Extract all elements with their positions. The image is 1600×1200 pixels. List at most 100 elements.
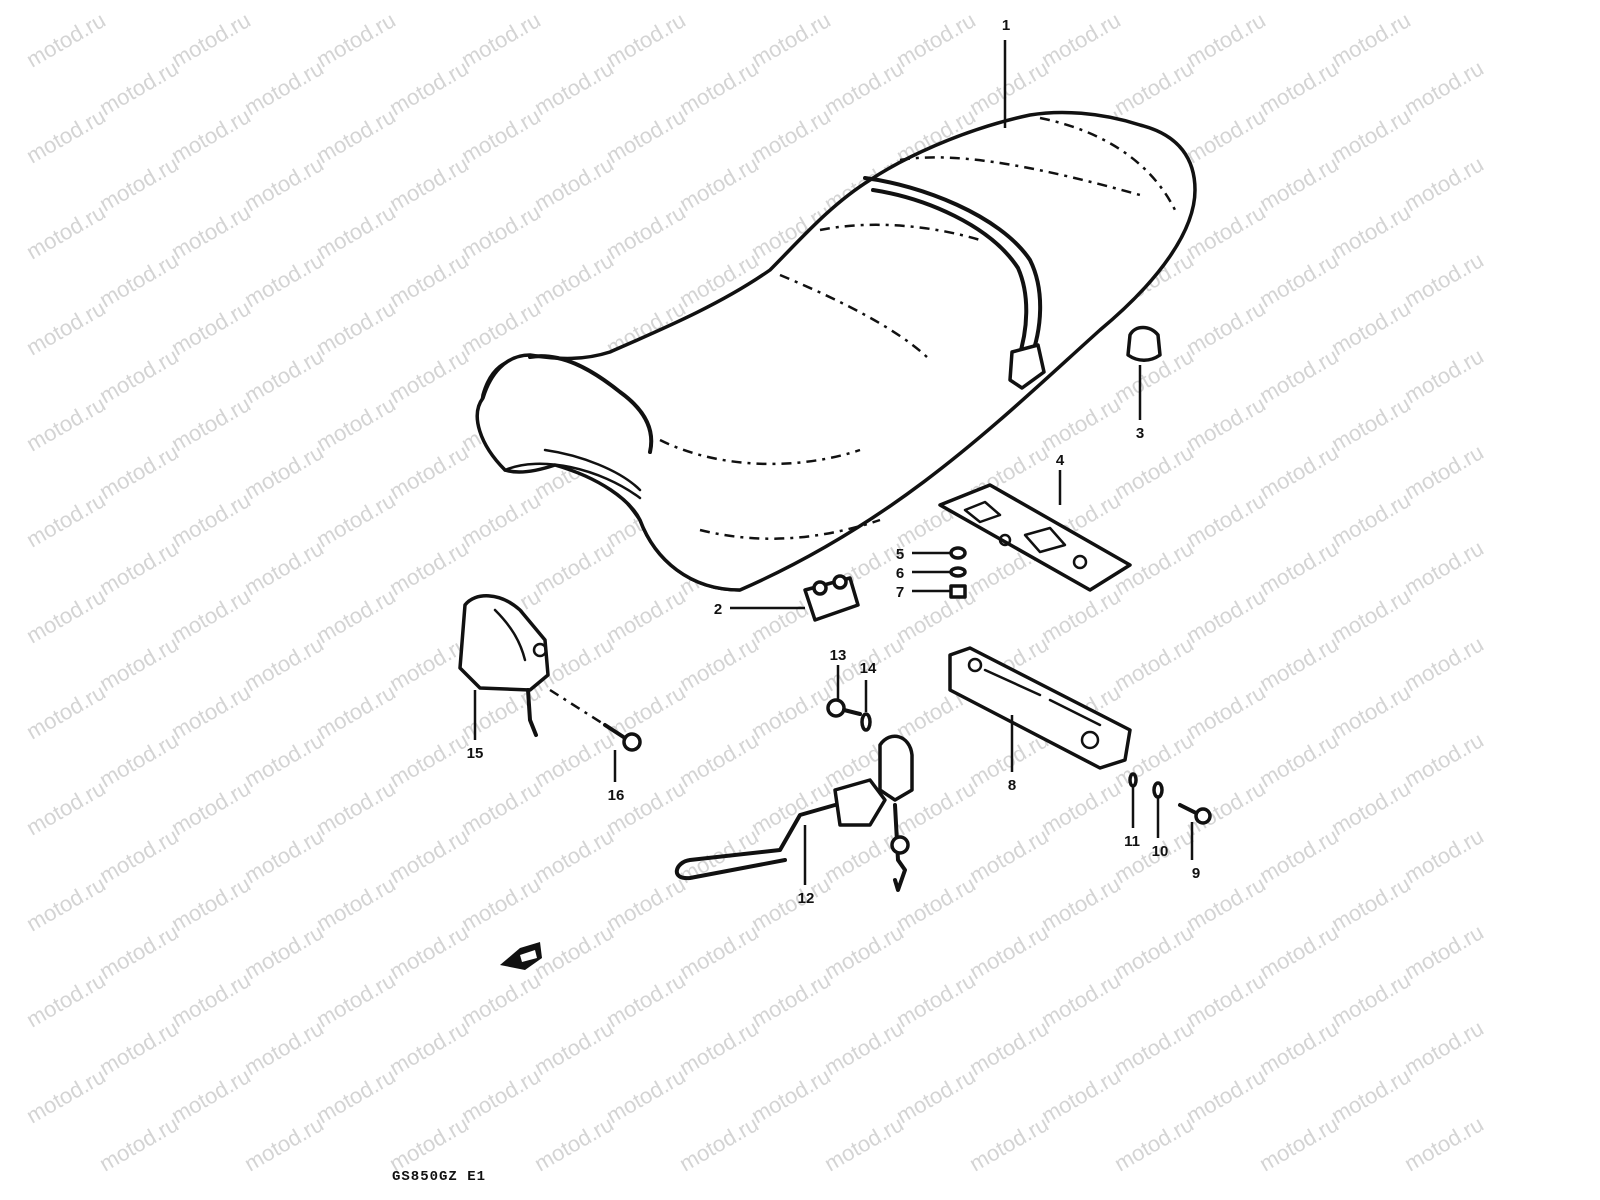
watermark-text: motod.ru bbox=[602, 775, 690, 840]
hinge-part-8[interactable] bbox=[948, 646, 1132, 772]
nut-part-7[interactable] bbox=[912, 584, 967, 599]
watermark-text: motod.ru bbox=[95, 1015, 183, 1080]
watermark-text: motod.ru bbox=[22, 295, 110, 360]
callout-7: 7 bbox=[896, 584, 904, 601]
callout-8: 8 bbox=[1008, 777, 1016, 794]
watermark-text: motod.ru bbox=[22, 583, 110, 648]
bolt-part-9[interactable] bbox=[1178, 803, 1212, 860]
watermark-text: motod.ru bbox=[1110, 55, 1198, 120]
watermark-text: motod.ru bbox=[22, 391, 110, 456]
watermark-text: motod.ru bbox=[1255, 535, 1343, 600]
washer-part-14[interactable] bbox=[860, 680, 872, 732]
watermark-text: motod.ru bbox=[1255, 343, 1343, 408]
callout-13: 13 bbox=[830, 647, 847, 664]
watermark-text: motod.ru bbox=[747, 967, 835, 1032]
cushion-part-3[interactable] bbox=[1126, 325, 1162, 421]
watermark-text: motod.ru bbox=[1400, 1015, 1488, 1080]
watermark-text: motod.ru bbox=[675, 727, 763, 792]
watermark-text: motod.ru bbox=[22, 775, 110, 840]
watermark-text: motod.ru bbox=[240, 631, 328, 696]
watermark-text: motod.ru bbox=[1327, 7, 1415, 72]
washer-part-11[interactable] bbox=[1128, 772, 1138, 828]
watermark-text: motod.ru bbox=[385, 919, 473, 984]
watermark-text: motod.ru bbox=[675, 1015, 763, 1080]
watermark-text: motod.ru bbox=[602, 199, 690, 264]
watermark-text: motod.ru bbox=[167, 1063, 255, 1128]
seat-part[interactable] bbox=[475, 110, 1197, 592]
washer-part-5[interactable] bbox=[912, 546, 967, 560]
screw-part-13[interactable] bbox=[826, 665, 862, 718]
watermark-text: motod.ru bbox=[312, 775, 400, 840]
watermark-text: motod.ru bbox=[820, 919, 908, 984]
watermark-text: motod.ru bbox=[1327, 583, 1415, 648]
watermark-text: motod.ru bbox=[1400, 823, 1488, 888]
watermark-text: motod.ru bbox=[1110, 631, 1198, 696]
watermark-text: motod.ru bbox=[1327, 871, 1415, 936]
watermark-text: motod.ru bbox=[457, 967, 545, 1032]
watermark-text: motod.ru bbox=[1182, 487, 1270, 552]
callout-15: 15 bbox=[467, 745, 484, 762]
watermark-text: motod.ru bbox=[1327, 103, 1415, 168]
watermark-text: motod.ru bbox=[167, 7, 255, 72]
watermark-text: motod.ru bbox=[167, 967, 255, 1032]
watermark-text: motod.ru bbox=[385, 1111, 473, 1176]
watermark-text: motod.ru bbox=[1110, 1111, 1198, 1176]
watermark-text: motod.ru bbox=[1400, 631, 1488, 696]
watermark-text: motod.ru bbox=[240, 439, 328, 504]
watermark-text: motod.ru bbox=[312, 967, 400, 1032]
watermark-text: motod.ru bbox=[95, 151, 183, 216]
watermark-text: motod.ru bbox=[312, 7, 400, 72]
watermark-text: motod.ru bbox=[1182, 583, 1270, 648]
watermark-text: motod.ru bbox=[385, 727, 473, 792]
watermark-text: motod.ru bbox=[675, 55, 763, 120]
watermark-text: motod.ru bbox=[602, 679, 690, 744]
watermark-text: motod.ru bbox=[1255, 1111, 1343, 1176]
washer-part-6[interactable] bbox=[912, 566, 967, 578]
watermark-text: motod.ru bbox=[1255, 631, 1343, 696]
watermark-text: motod.ru bbox=[1182, 775, 1270, 840]
watermark-text: motod.ru bbox=[1037, 1063, 1125, 1128]
watermark-text: motod.ru bbox=[1255, 727, 1343, 792]
watermark-text: motod.ru bbox=[95, 919, 183, 984]
model-caption: GS850GZ E1 bbox=[392, 1169, 486, 1185]
buffer-part-2[interactable] bbox=[730, 574, 860, 622]
watermark-text: motod.ru bbox=[240, 823, 328, 888]
watermark-text: motod.ru bbox=[1327, 295, 1415, 360]
watermark-text: motod.ru bbox=[1182, 967, 1270, 1032]
watermark-text: motod.ru bbox=[530, 535, 618, 600]
watermark-text: motod.ru bbox=[1182, 7, 1270, 72]
watermark-text: motod.ru bbox=[1255, 823, 1343, 888]
watermark-text: motod.ru bbox=[892, 967, 980, 1032]
watermark-text: motod.ru bbox=[530, 727, 618, 792]
watermark-text: motod.ru bbox=[167, 199, 255, 264]
callout-4: 4 bbox=[1056, 452, 1065, 469]
watermark-text: motod.ru bbox=[240, 1015, 328, 1080]
watermark-text: motod.ru bbox=[1327, 199, 1415, 264]
watermark-text: motod.ru bbox=[602, 871, 690, 936]
watermark-text: motod.ru bbox=[1037, 391, 1125, 456]
watermark-text: motod.ru bbox=[1255, 439, 1343, 504]
bolt-part-16[interactable] bbox=[603, 723, 642, 782]
latch-part-15[interactable] bbox=[458, 594, 606, 740]
watermark-text: motod.ru bbox=[675, 1111, 763, 1176]
watermark-text: motod.ru bbox=[530, 1111, 618, 1176]
watermark-text: motod.ru bbox=[95, 439, 183, 504]
watermark-text: motod.ru bbox=[747, 7, 835, 72]
watermark-text: motod.ru bbox=[167, 103, 255, 168]
watermark-text: motod.ru bbox=[1327, 967, 1415, 1032]
watermark-text: motod.ru bbox=[22, 1063, 110, 1128]
watermark-text: motod.ru bbox=[1037, 775, 1125, 840]
callout-10: 10 bbox=[1152, 843, 1169, 860]
watermark-text: motod.ru bbox=[1037, 871, 1125, 936]
watermark-text: motod.ru bbox=[1182, 391, 1270, 456]
watermark-text: motod.ru bbox=[675, 631, 763, 696]
watermark-text: motod.ru bbox=[1110, 1015, 1198, 1080]
watermark-text: motod.ru bbox=[1327, 679, 1415, 744]
plate-part-4[interactable] bbox=[938, 470, 1132, 592]
lock-assembly-part-12[interactable] bbox=[674, 734, 914, 892]
watermark-text: motod.ru bbox=[312, 295, 400, 360]
watermark-text: motod.ru bbox=[240, 343, 328, 408]
watermark-text: motod.ru bbox=[602, 967, 690, 1032]
washer-part-10[interactable] bbox=[1152, 781, 1164, 838]
